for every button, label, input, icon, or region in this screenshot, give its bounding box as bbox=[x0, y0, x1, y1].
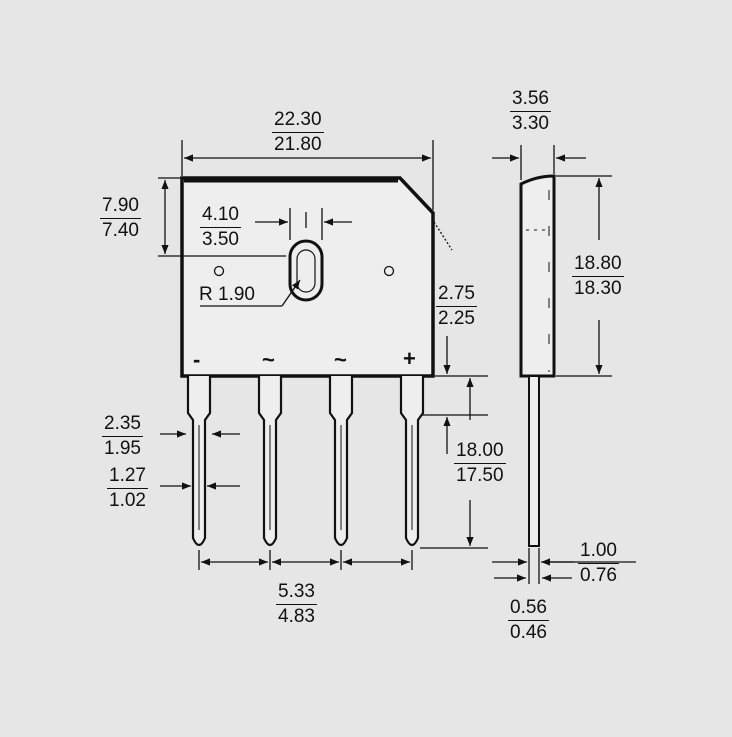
dim-body-thickness-lines bbox=[492, 145, 586, 180]
side-view-body bbox=[519, 174, 556, 378]
dim-body-height-lines bbox=[556, 175, 612, 377]
radius-label: R 1.90 bbox=[199, 284, 255, 305]
hole-mark-right bbox=[383, 265, 395, 277]
dim-lead-length-lines bbox=[420, 375, 488, 549]
side-view-lead bbox=[528, 375, 540, 547]
dim-lead-pitch-lines bbox=[198, 550, 413, 570]
pin-mark-ac-1: ~ bbox=[262, 347, 275, 372]
pin-mark-positive: + bbox=[403, 346, 416, 371]
radius-leader bbox=[200, 279, 301, 307]
mounting-slot bbox=[288, 239, 324, 302]
front-leads bbox=[186, 376, 425, 547]
pin-mark-ac-2: ~ bbox=[334, 347, 347, 372]
dim-mount-offset-lines bbox=[158, 177, 286, 257]
pin-mark-negative: - bbox=[193, 347, 201, 372]
lead-centerlines bbox=[198, 425, 413, 530]
dim-chamfer-lines bbox=[433, 221, 453, 374]
dim-lead-thickness-upper-lines bbox=[492, 548, 636, 584]
hole-mark-left bbox=[213, 265, 225, 277]
dim-slot-width-lines bbox=[255, 208, 352, 240]
dim-body-width-lines bbox=[181, 140, 434, 210]
